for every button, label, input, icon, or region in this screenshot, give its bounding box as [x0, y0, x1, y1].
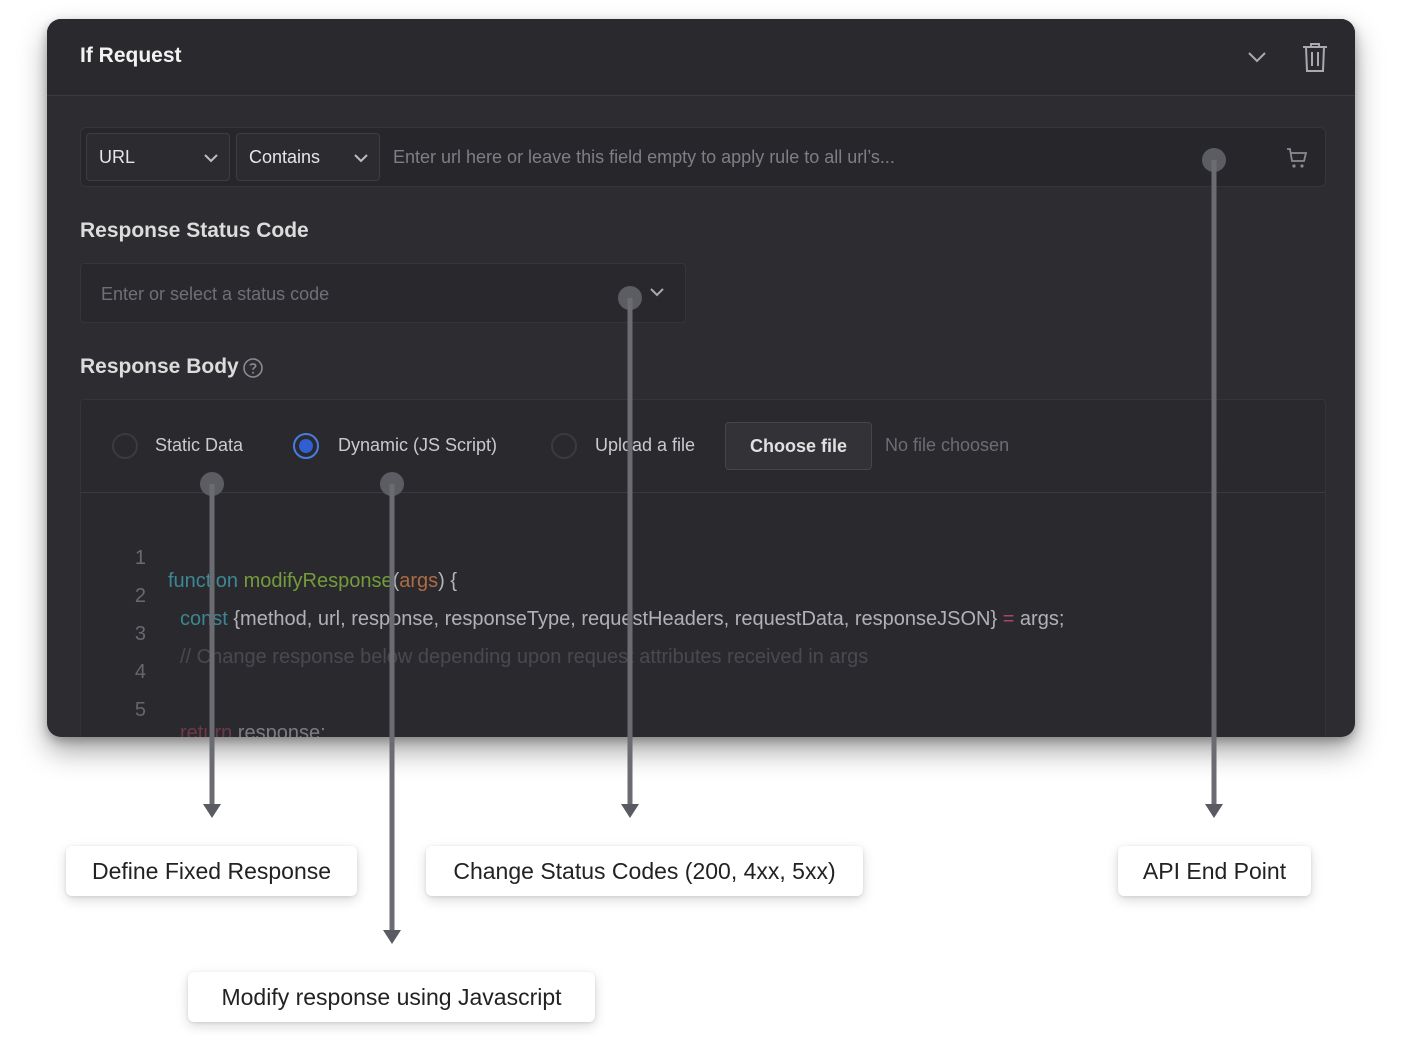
url-condition-row: URL Contains: [80, 127, 1326, 187]
status-code-label: Response Status Code: [80, 219, 309, 242]
connector-javascript: [380, 472, 404, 944]
code-operator: =: [1002, 608, 1015, 630]
panel-header: If Request: [47, 19, 1355, 96]
code-punct: (: [392, 570, 400, 592]
code-keyword: const: [180, 608, 228, 630]
chevron-down-icon: [204, 154, 218, 163]
radio-upload-file-label[interactable]: Upload a file: [595, 435, 696, 455]
radio-static-data-label[interactable]: Static Data: [155, 435, 244, 455]
panel-title: If Request: [80, 44, 182, 67]
callout-api-endpoint: API End Point: [1118, 846, 1311, 896]
code-line: 5 return response;: [81, 676, 1325, 737]
connector-status-codes: [618, 286, 642, 818]
code-rest: args;: [1014, 608, 1065, 630]
cart-icon[interactable]: [1285, 146, 1309, 170]
line-number: 5: [134, 699, 146, 721]
line-number: 3: [134, 623, 146, 645]
status-code-select[interactable]: [80, 263, 686, 323]
help-icon[interactable]: [242, 357, 264, 379]
connector-fixed-response: [200, 472, 224, 818]
chevron-down-icon[interactable]: [647, 282, 667, 302]
code-keyword: function: [168, 570, 239, 592]
connector-api-endpoint: [1202, 148, 1226, 818]
no-file-text: No file choosen: [885, 435, 1010, 455]
code-rest: response;: [232, 722, 326, 737]
line-number: 1: [134, 547, 146, 569]
body-type-toolbar: Static Data Dynamic (JS Script) Upload a…: [81, 400, 1325, 493]
code-line: 4: [81, 638, 1325, 683]
url-field-select[interactable]: URL: [86, 133, 230, 181]
callout-status-codes: Change Status Codes (200, 4xx, 5xx): [426, 846, 863, 896]
code-function-name: modifyResponse: [243, 570, 393, 592]
code-line: 2 const {method, url, response, response…: [81, 562, 1325, 630]
radio-upload-file[interactable]: [551, 433, 577, 459]
code-text: return response;: [180, 722, 326, 737]
callout-javascript: Modify response using Javascript: [188, 972, 595, 1022]
radio-dynamic-js[interactable]: [293, 433, 319, 459]
code-keyword: return: [180, 722, 233, 737]
response-body-label: Response Body: [80, 355, 239, 378]
chevron-down-icon: [354, 154, 368, 163]
radio-dynamic-js-label[interactable]: Dynamic (JS Script): [338, 435, 498, 455]
code-destructure: {method, url, response, responseType, re…: [227, 608, 1003, 630]
callout-fixed-response: Define Fixed Response: [66, 846, 357, 896]
trash-icon[interactable]: [1300, 41, 1330, 73]
code-punct: ) {: [438, 570, 458, 592]
code-arg: args: [399, 570, 439, 592]
code-text: function modifyResponse(args) {: [168, 570, 457, 593]
url-field-select-label: URL: [99, 147, 136, 167]
response-body-box: Static Data Dynamic (JS Script) Upload a…: [80, 399, 1326, 737]
operator-select[interactable]: Contains: [236, 133, 380, 181]
code-line: 1 function modifyResponse(args) {: [81, 524, 1325, 592]
choose-file-button[interactable]: Choose file: [725, 422, 872, 470]
radio-static-data[interactable]: [112, 433, 138, 459]
line-number: 2: [134, 585, 146, 607]
url-input[interactable]: [391, 133, 1235, 181]
code-text: const {method, url, response, responseTy…: [180, 608, 1064, 631]
line-number: 4: [134, 661, 146, 683]
status-code-input[interactable]: [99, 270, 623, 318]
operator-select-label: Contains: [249, 147, 321, 167]
chevron-down-icon[interactable]: [1245, 45, 1269, 69]
